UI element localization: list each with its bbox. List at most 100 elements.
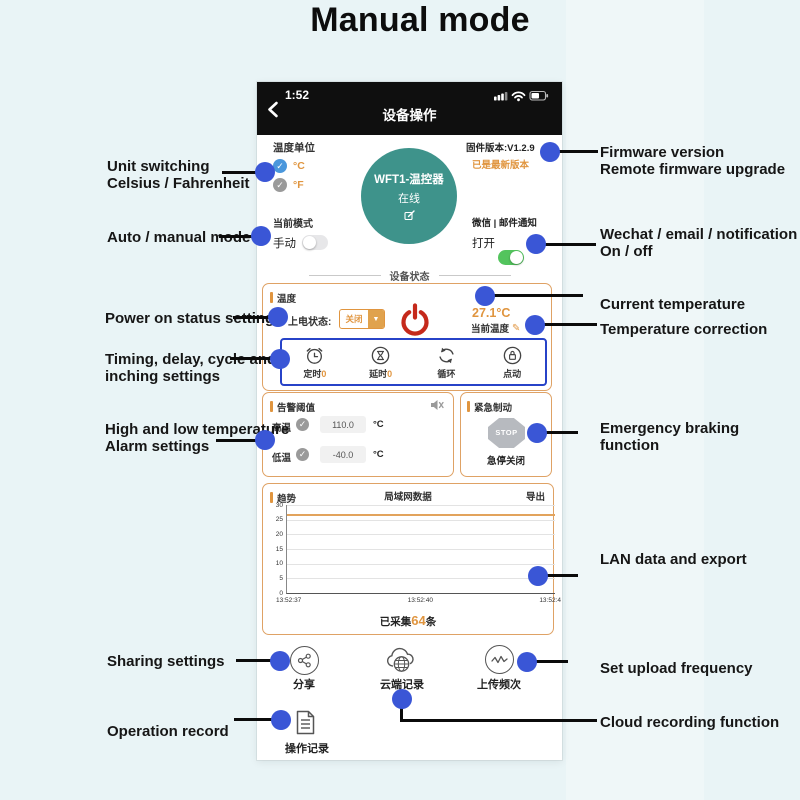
- annotation-dot: [268, 307, 288, 327]
- operation-record-label: 操作记录: [285, 743, 329, 755]
- low-temp-unit: °C: [373, 449, 384, 460]
- annotation-cloud-recording: Cloud recording function: [600, 714, 780, 731]
- annotation-timing: Timing, delay, cycle and inching setting…: [105, 351, 276, 386]
- y-tick: 5: [279, 574, 283, 582]
- chevron-left-icon: [268, 101, 278, 118]
- annotation-line: [537, 431, 578, 434]
- annotation-emergency: Emergency braking function: [600, 420, 740, 455]
- annotation-line: [550, 150, 598, 153]
- delay-label: 延时: [369, 368, 388, 379]
- low-temp-check-icon[interactable]: ✓: [296, 448, 309, 461]
- phone-screenshot: 1:52 设备操作 温度单位 ✓ °C: [257, 82, 562, 760]
- annotation-dot: [526, 234, 546, 254]
- annotation-line: [400, 699, 403, 721]
- timing-value: 0: [321, 368, 327, 379]
- document-icon: [296, 710, 315, 735]
- orange-bar: [270, 292, 273, 303]
- y-tick: 0: [279, 589, 283, 597]
- high-temp-check-icon[interactable]: ✓: [296, 418, 309, 431]
- chart-gridline: [287, 563, 555, 565]
- annotation-line: [216, 439, 266, 442]
- share-icon: [297, 653, 311, 668]
- upload-frequency-button[interactable]: [485, 645, 514, 674]
- annotation-line: [527, 660, 568, 663]
- annotation-line: [536, 243, 596, 246]
- status-time: 1:52: [285, 88, 310, 102]
- annotation-current-temp: Current temperature: [600, 296, 746, 313]
- chart-gridline: [287, 519, 555, 521]
- unit-section-label: 温度单位: [273, 142, 315, 154]
- y-tick: 20: [275, 530, 283, 538]
- notify-toggle[interactable]: [498, 250, 524, 265]
- cloud-record-label: 云端记录: [380, 679, 424, 691]
- current-temp-row: 当前温度 ✎: [471, 321, 521, 336]
- y-tick: 25: [275, 516, 283, 524]
- power-state-dropdown[interactable]: 关闭 ▼: [339, 309, 385, 329]
- collected-count-row: 已采集64条: [263, 612, 553, 630]
- stop-button[interactable]: STOP: [488, 418, 525, 448]
- firmware-version: 固件版本:V1.2.9: [466, 143, 535, 154]
- firmware-latest[interactable]: 已是最新版本: [472, 160, 530, 171]
- trend-tab[interactable]: 趋势: [270, 489, 296, 507]
- fahrenheit-check-icon[interactable]: ✓: [273, 178, 287, 192]
- fahrenheit-option[interactable]: ✓ °F: [273, 178, 304, 192]
- annotation-line: [230, 357, 281, 360]
- cycle-icon: [439, 347, 454, 363]
- alarm-threshold-box: 告警阈值 高温 ✓ 110.0 °C 低温 ✓ -40.0 °C: [262, 392, 454, 477]
- annotation-dot: [525, 315, 545, 335]
- annotation-line: [233, 316, 279, 319]
- dropdown-arrow-icon[interactable]: ▼: [368, 310, 384, 328]
- export-button[interactable]: 导出: [525, 492, 545, 503]
- chart-gridline: [287, 578, 555, 580]
- device-status-badge[interactable]: WFT1-温控器 在线: [361, 148, 457, 244]
- upload-frequency-label: 上传频次: [477, 679, 521, 691]
- celsius-check-icon[interactable]: ✓: [273, 159, 287, 173]
- notify-label: 微信 | 邮件通知: [472, 218, 537, 229]
- chart-gridline: [287, 549, 555, 550]
- power-state-value: 关闭: [345, 314, 363, 324]
- current-temp-value: 27.1°C: [472, 306, 511, 320]
- emergency-status: 急停关闭: [486, 456, 525, 467]
- y-tick: 15: [275, 545, 283, 553]
- cycle-button[interactable]: 循环: [414, 340, 480, 384]
- collected-suffix: 条: [425, 616, 437, 628]
- device-state-label: 设备状态: [389, 272, 430, 283]
- cycle-label: 循环: [437, 368, 456, 379]
- edit-icon[interactable]: [403, 210, 415, 221]
- background-strip: [566, 0, 704, 800]
- annotation-dot: [527, 423, 547, 443]
- hourglass-icon: [371, 346, 390, 364]
- mute-icon[interactable]: [430, 399, 444, 411]
- operation-record-button[interactable]: [295, 710, 316, 735]
- device-name: WFT1-温控器: [374, 174, 444, 186]
- chart-title: 局域网数据: [384, 492, 432, 503]
- manual-mode-toggle[interactable]: [302, 235, 328, 250]
- power-button-icon[interactable]: [399, 303, 431, 337]
- delay-button[interactable]: 延时0: [348, 340, 414, 384]
- celsius-option[interactable]: ✓ °C: [273, 159, 305, 173]
- x-tick: 13:52:40: [407, 597, 433, 604]
- annotation-line: [236, 659, 281, 662]
- annotation-dot: [251, 226, 271, 246]
- delay-value: 0: [387, 368, 393, 379]
- annotation-alarm-settings: High and low temperature Alarm settings: [105, 421, 290, 456]
- timing-button[interactable]: 定时0: [282, 340, 348, 384]
- annotation-upload-frequency: Set upload frequency: [600, 660, 753, 677]
- signal-wifi-battery-icon: [494, 90, 549, 102]
- page-title: Manual mode: [310, 1, 530, 39]
- annotation-dot: [255, 162, 275, 182]
- high-temp-input[interactable]: 110.0: [320, 416, 366, 433]
- annotation-dot: [528, 566, 548, 586]
- cloud-record-button[interactable]: [385, 645, 418, 674]
- cloud-icon: [386, 647, 414, 672]
- orange-bar: [467, 401, 470, 412]
- pencil-icon[interactable]: ✎: [512, 322, 521, 334]
- back-button[interactable]: [267, 101, 279, 118]
- timing-label: 定时: [303, 368, 322, 379]
- annotation-dot: [392, 689, 412, 709]
- high-temp-label: 高温: [272, 423, 292, 434]
- share-button[interactable]: [290, 646, 319, 675]
- inching-button[interactable]: 点动: [479, 340, 545, 384]
- annotation-line: [234, 718, 281, 721]
- low-temp-input[interactable]: -40.0: [320, 446, 366, 463]
